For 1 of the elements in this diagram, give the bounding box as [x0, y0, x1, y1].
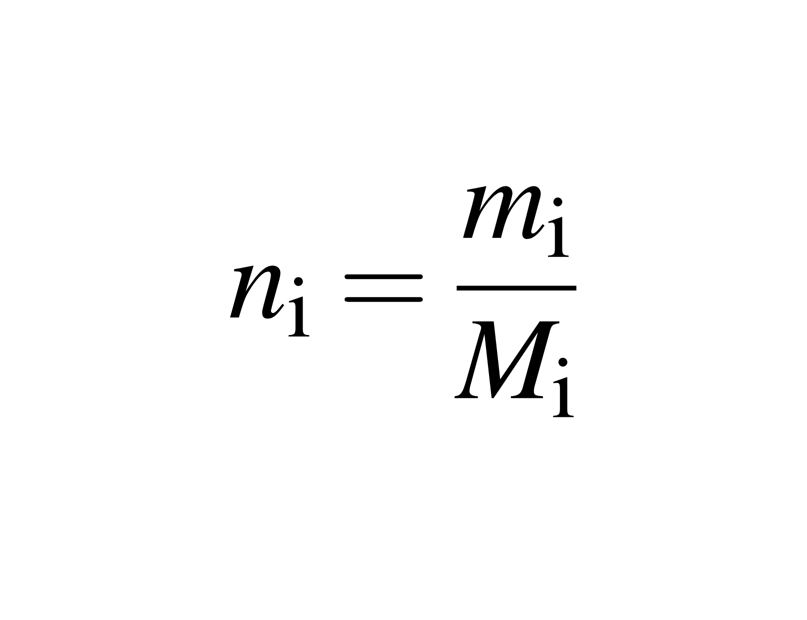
formula: $n_{\mathrm{i}} = \frac{m_{\mathrm{i}}}{M_{\mathrm{i}}}$ [230, 186, 576, 418]
